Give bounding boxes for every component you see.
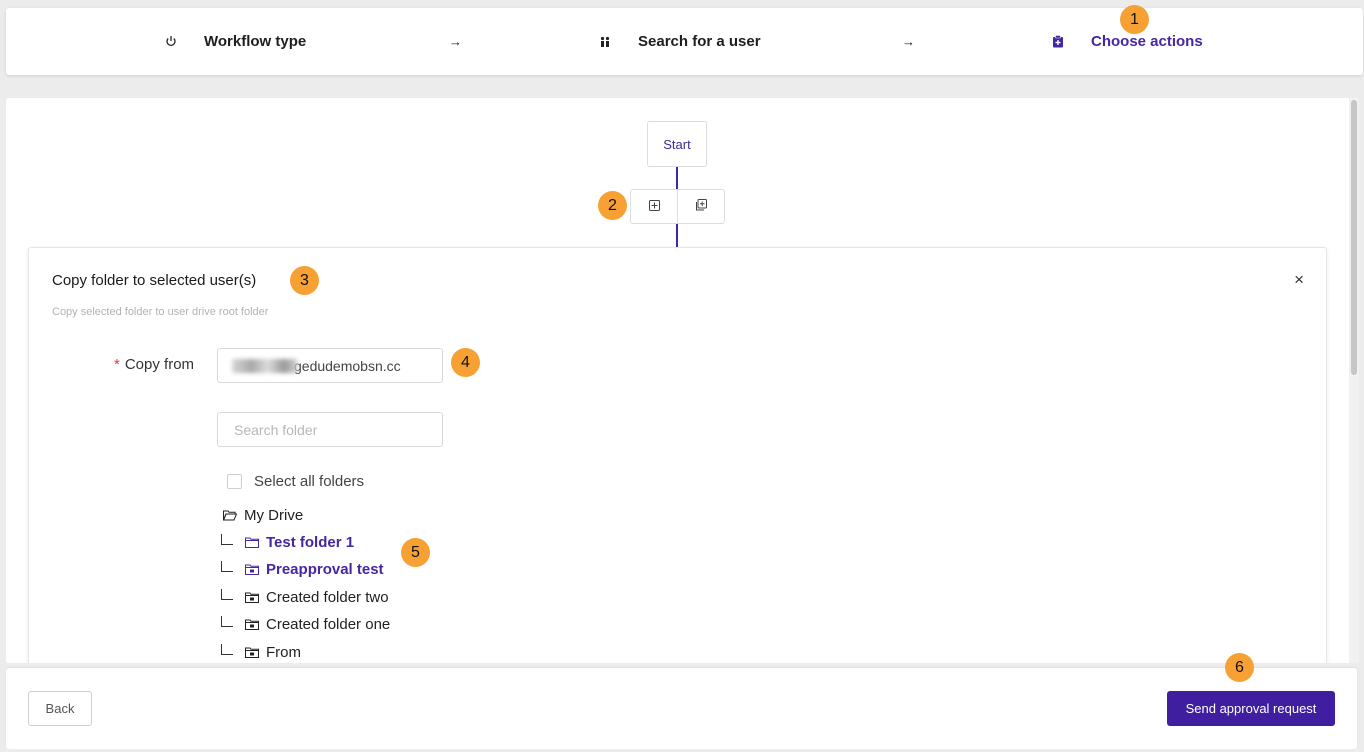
close-icon[interactable]: × xyxy=(1294,270,1304,289)
redacted-email-blur xyxy=(232,359,297,373)
tree-elbow xyxy=(221,616,233,627)
tree-elbow xyxy=(221,644,233,655)
step-label: Choose actions xyxy=(1091,33,1203,50)
select-all-label: Select all folders xyxy=(254,473,365,490)
footer-bar: Back Send approval request xyxy=(6,668,1357,749)
annotation-marker-6: 6 xyxy=(1225,653,1254,682)
step-workflow-type[interactable]: Workflow type xyxy=(164,8,306,75)
tree-item-folder[interactable]: Test folder 1 xyxy=(221,534,354,551)
copy-from-label: *Copy from xyxy=(114,356,194,373)
users-icon xyxy=(598,35,612,49)
search-folder-input[interactable] xyxy=(217,412,443,447)
annotation-marker-1: 1 xyxy=(1120,5,1149,34)
annotation-marker-3: 3 xyxy=(290,266,319,295)
connector-line xyxy=(676,224,678,248)
tree-item-label: Created folder one xyxy=(266,616,391,633)
tree-item-label: Preapproval test xyxy=(266,561,384,578)
tree-item-folder[interactable]: Created folder one xyxy=(221,616,390,633)
plus-square-icon xyxy=(648,198,660,216)
step-choose-actions[interactable]: Choose actions xyxy=(1051,8,1203,75)
workflow-canvas: Start Copy folder to selected user(s) × … xyxy=(6,98,1359,663)
tree-item-label: Created folder two xyxy=(266,589,389,606)
tree-item-folder[interactable]: From xyxy=(221,644,301,661)
panel-title: Copy folder to selected user(s) xyxy=(52,272,257,289)
panel-description: Copy selected folder to user drive root … xyxy=(52,306,269,318)
tree-elbow xyxy=(221,534,233,545)
tree-item-label: From xyxy=(266,644,301,661)
copy-from-label-text: Copy from xyxy=(124,356,195,373)
scrollbar-thumb[interactable] xyxy=(1351,100,1357,375)
clipboard-icon xyxy=(1051,35,1065,49)
tree-item-label: Test folder 1 xyxy=(266,534,355,551)
tree-item-folder[interactable]: Created folder two xyxy=(221,589,389,606)
add-action-button[interactable] xyxy=(631,190,677,223)
power-icon xyxy=(164,35,178,49)
tree-root-label: My Drive xyxy=(244,507,304,524)
connector-line xyxy=(676,167,678,189)
annotation-marker-5: 5 xyxy=(401,538,430,567)
folder-shared-icon xyxy=(245,564,259,575)
workflow-stepper: Workflow type → Search for a user → Choo… xyxy=(6,8,1363,75)
add-group-button[interactable] xyxy=(677,190,724,223)
add-action-group xyxy=(630,189,725,224)
folder-icon xyxy=(245,537,259,548)
tree-elbow xyxy=(221,561,233,572)
copy-plus-icon xyxy=(695,198,707,216)
annotation-marker-2: 2 xyxy=(598,191,627,220)
select-all-folders[interactable]: Select all folders xyxy=(227,473,364,490)
canvas-scrollbar[interactable] xyxy=(1349,98,1359,663)
required-mark: * xyxy=(114,356,120,373)
folder-shared-icon xyxy=(245,647,259,658)
action-panel: Copy folder to selected user(s) × Copy s… xyxy=(28,247,1327,663)
step-arrow-icon: → xyxy=(449,34,462,49)
tree-elbow xyxy=(221,589,233,600)
annotation-marker-4: 4 xyxy=(451,348,480,377)
tree-item-folder[interactable]: Preapproval test xyxy=(221,561,384,578)
send-approval-request-button[interactable]: Send approval request xyxy=(1167,691,1335,726)
step-label: Search for a user xyxy=(638,33,761,50)
step-search-user[interactable]: Search for a user xyxy=(598,8,761,75)
step-arrow-icon: → xyxy=(902,34,915,49)
select-all-checkbox[interactable] xyxy=(227,474,242,489)
step-label: Workflow type xyxy=(204,33,307,50)
tree-root-my-drive[interactable]: My Drive xyxy=(223,507,303,524)
folder-shared-icon xyxy=(245,592,259,603)
back-button[interactable]: Back xyxy=(28,691,92,726)
start-node[interactable]: Start xyxy=(647,121,707,167)
folder-shared-icon xyxy=(245,619,259,630)
folder-open-icon xyxy=(223,510,237,521)
